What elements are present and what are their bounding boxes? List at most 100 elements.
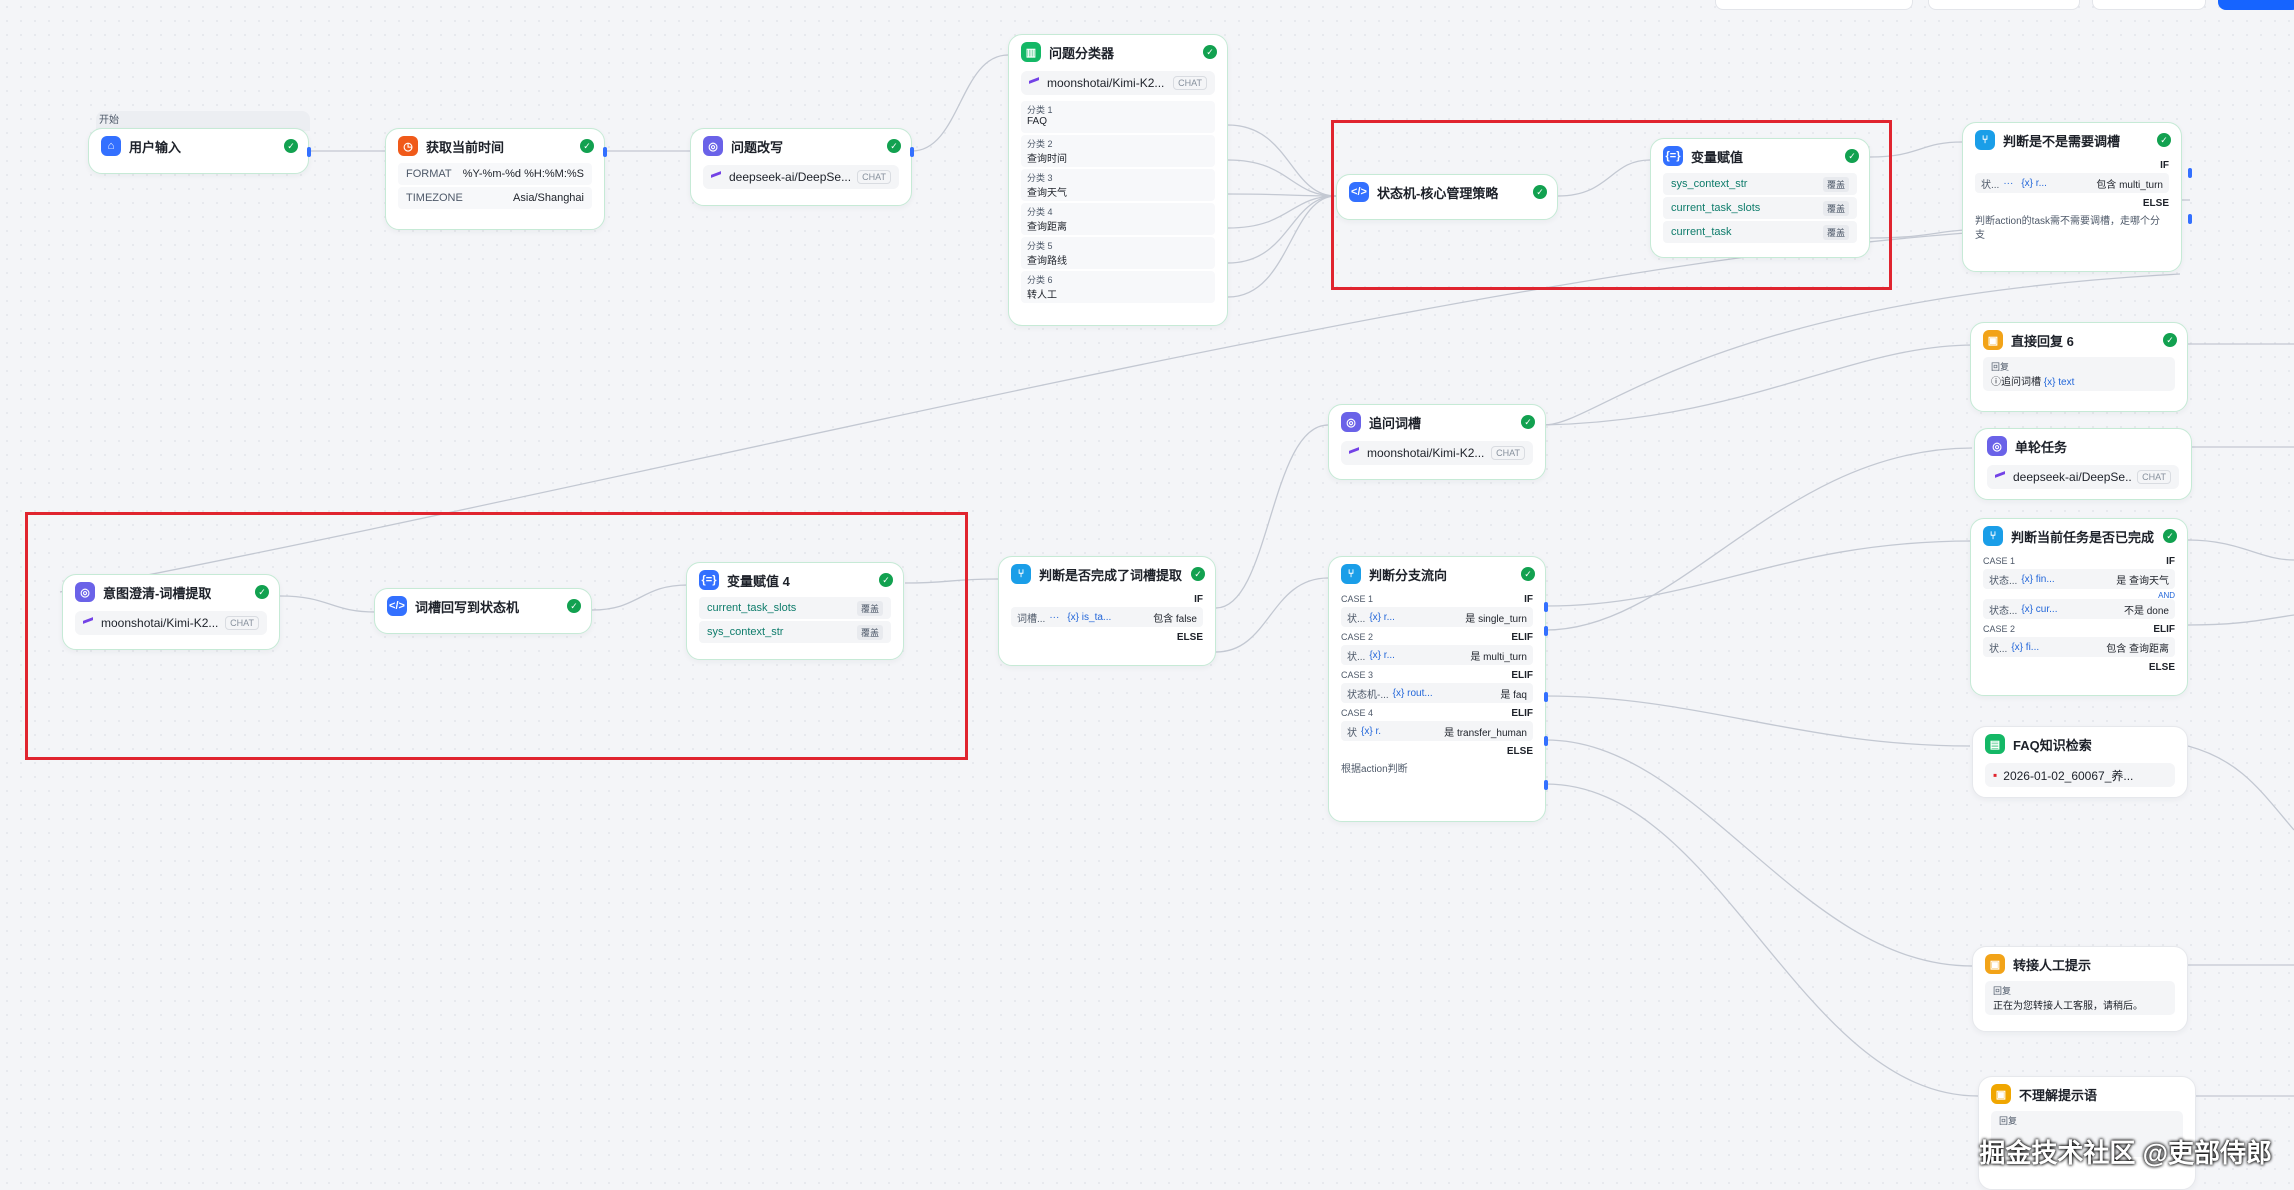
model-logo-icon — [1029, 76, 1039, 90]
model-select[interactable]: moonshotai/Kimi-K2...CHAT — [1341, 441, 1533, 465]
llm-icon: ◎ — [75, 582, 95, 602]
condition-row: 状...{x} r...是 multi_turn — [1341, 645, 1533, 665]
node-faq[interactable]: ▤ FAQ知识检索 ▪2026-01-02_60067_养... — [1972, 726, 2188, 798]
code-icon: </> — [1349, 182, 1369, 202]
success-check-icon: ✓ — [1203, 45, 1217, 59]
edge — [2187, 539, 2294, 561]
output-port[interactable] — [2188, 168, 2192, 178]
success-check-icon: ✓ — [1191, 567, 1205, 581]
node-title: 变量赋值 — [1691, 149, 1744, 165]
node-title: 获取当前时间 — [426, 139, 505, 155]
model-select[interactable]: moonshotai/Kimi-K2...CHAT — [75, 611, 267, 635]
edge — [1227, 195, 1337, 229]
node-title: 判断当前任务是否已完成 — [2011, 529, 2155, 545]
model-logo-icon — [1349, 446, 1359, 460]
highlight-box-state-machine — [1331, 120, 1892, 290]
node-not-understand[interactable]: ▣ 不理解提示语 回复 — [1978, 1076, 2196, 1190]
node-transfer[interactable]: ▣ 转接人工提示 回复正在为您转接人工客服，请稍后。 — [1972, 946, 2188, 1032]
output-port[interactable] — [1544, 780, 1548, 790]
output-port[interactable] — [2188, 214, 2192, 224]
success-check-icon: ✓ — [567, 599, 581, 613]
condition-row: 状...{x} fi...包含 查询距离 — [1983, 637, 2175, 657]
node-title: 判断是不是需要调槽 — [2003, 133, 2121, 149]
node-ask-slot[interactable]: ◎ 追问词槽 ✓ moonshotai/Kimi-K2...CHAT — [1328, 404, 1546, 480]
code-icon: </> — [387, 596, 407, 616]
node-state-machine[interactable]: </> 状态机-核心管理策略 ✓ — [1336, 174, 1558, 220]
node-title: 意图澄清-词槽提取 — [103, 585, 212, 601]
publish-button[interactable] — [2218, 0, 2294, 10]
param-row: FORMAT%Y-%m-%d %H:%M:%S — [398, 163, 592, 185]
toolbar-button[interactable] — [1928, 0, 2080, 10]
home-icon: ⌂ — [101, 136, 121, 156]
node-title: 判断分支流向 — [1369, 567, 1448, 583]
edge — [2187, 614, 2294, 626]
model-select[interactable]: moonshotai/Kimi-K2...CHAT — [1021, 71, 1215, 95]
node-title: 问题改写 — [731, 139, 784, 155]
model-select[interactable]: deepseek-ai/DeepSe...CHAT — [1987, 465, 2179, 489]
variable-icon: {=} — [1663, 146, 1683, 166]
node-title: 转接人工提示 — [2013, 957, 2092, 973]
node-title: 追问词槽 — [1369, 415, 1422, 431]
edge — [911, 54, 1009, 152]
node-title: 问题分类器 — [1049, 45, 1115, 61]
output-port[interactable] — [603, 147, 607, 157]
node-title: 状态机-核心管理策略 — [1377, 185, 1499, 201]
node-slot-write[interactable]: </> 词槽回写到状态机 ✓ — [374, 588, 592, 634]
toolbar-button[interactable] — [2092, 0, 2206, 10]
node-user-input[interactable]: ⌂ 用户输入 ✓ — [88, 128, 311, 174]
node-title: 直接回复 6 — [2011, 333, 2074, 349]
edge — [1545, 447, 1973, 631]
output-port[interactable] — [1544, 602, 1548, 612]
condition-row: 状态机-...{x} rout...是 faq — [1341, 683, 1533, 703]
model-select[interactable]: deepseek-ai/DeepSe...CHAT — [703, 165, 899, 189]
output-port[interactable] — [1544, 736, 1548, 746]
reply-icon: ▣ — [1985, 954, 2005, 974]
node-rewrite[interactable]: ◎ 问题改写 ✓ deepseek-ai/DeepSe...CHAT — [690, 128, 914, 206]
reply-icon: ▣ — [1983, 330, 2003, 350]
condition-row: 状{x} r.是 transfer_human — [1341, 721, 1533, 741]
node-intent[interactable]: ◎ 意图澄清-词槽提取 ✓ moonshotai/Kimi-K2...CHAT — [62, 574, 280, 650]
node-need-slot[interactable]: ⑂ 判断是不是需要调槽 ✓ IF 状...···{x} r...包含 multi… — [1962, 122, 2182, 272]
node-title: 变量赋值 4 — [727, 573, 790, 589]
node-classifier[interactable]: ▥ 问题分类器 ✓ moonshotai/Kimi-K2...CHAT 分类 1… — [1008, 34, 1228, 326]
branch-icon: ⑂ — [1983, 526, 2003, 546]
reply-content: 回复正在为您转接人工客服，请稍后。 — [1985, 981, 2175, 1015]
output-port[interactable] — [1544, 626, 1548, 636]
output-port[interactable] — [307, 147, 311, 157]
model-logo-icon — [1995, 470, 2005, 484]
knowledge-icon: ▤ — [1985, 734, 2005, 754]
output-port[interactable] — [1544, 692, 1548, 702]
reply-content: 回复 — [1991, 1111, 2183, 1157]
output-port[interactable] — [910, 147, 914, 157]
node-slot-done[interactable]: ⑂ 判断是否完成了词槽提取 ✓ IF 词槽...···{x} is_ta...包… — [998, 556, 1216, 666]
edge — [1227, 159, 1337, 197]
node-get-time[interactable]: ◷ 获取当前时间 ✓ FORMAT%Y-%m-%d %H:%M:%S TIMEZ… — [385, 128, 607, 230]
success-check-icon: ✓ — [1521, 415, 1535, 429]
edge — [2187, 745, 2294, 831]
model-logo-icon — [83, 616, 93, 630]
node-title: 不理解提示语 — [2019, 1087, 2098, 1103]
node-description: 判断action的task需不需要调槽，走哪个分支 — [1975, 216, 2161, 241]
llm-icon: ◎ — [703, 136, 723, 156]
edge — [1543, 344, 1975, 426]
watermark: 掘金技术社区 @吏部侍郎 — [1979, 1138, 2272, 1168]
llm-icon: ◎ — [1341, 412, 1361, 432]
edge — [1545, 783, 1979, 1097]
success-check-icon: ✓ — [255, 585, 269, 599]
node-single-task[interactable]: ◎ 单轮任务 deepseek-ai/DeepSe...CHAT — [1974, 428, 2192, 500]
toolbar-button[interactable] — [1715, 0, 1913, 10]
